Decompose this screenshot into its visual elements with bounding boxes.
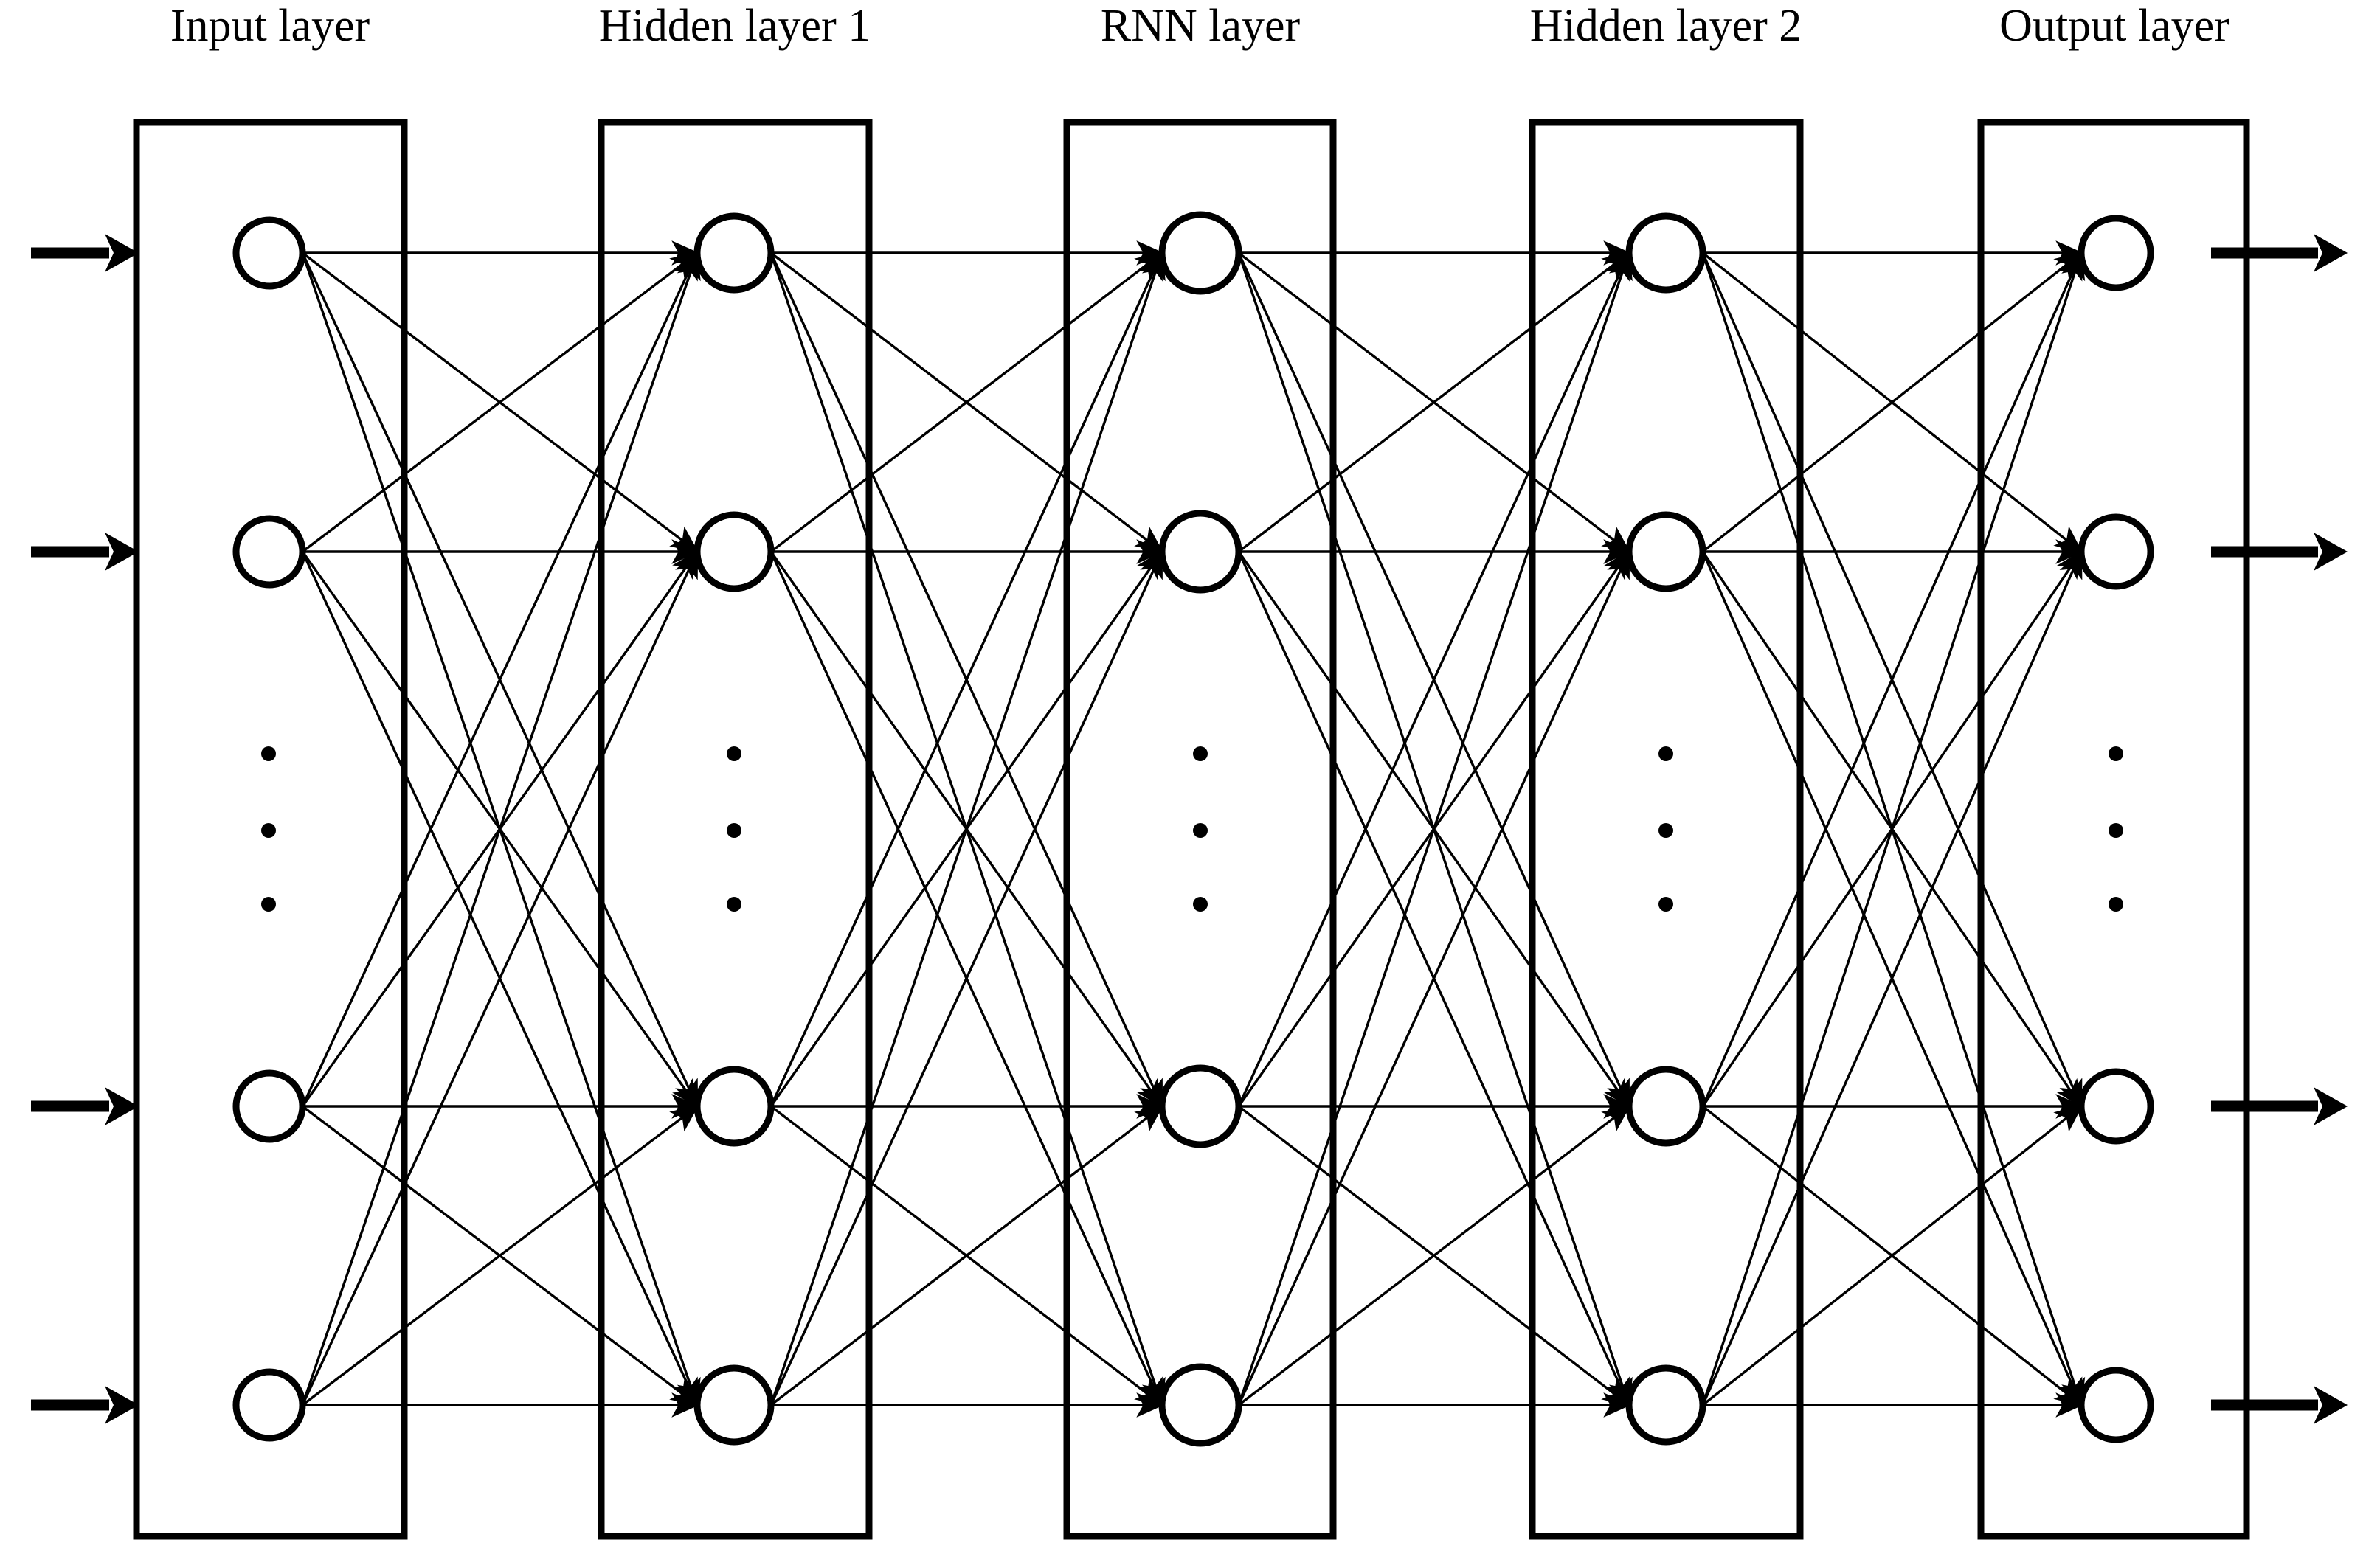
layer-boxes — [133, 119, 2250, 1540]
layer-labels: Input layer Hidden layer 1 RNN layer Hidden… — [170, 1, 2229, 51]
ellipsis-dot-hidden1-2 — [727, 823, 741, 838]
neuron-output-2 — [2078, 513, 2154, 590]
connection-edge — [301, 251, 701, 1406]
neuron-hidden2-1 — [1625, 212, 1706, 294]
layer-label-rnn: RNN layer — [1101, 1, 1301, 51]
connection-edge — [769, 251, 1163, 1107]
connection-edge — [301, 549, 699, 1406]
neuron-rnn-2 — [1158, 510, 1242, 594]
layer-box-hidden2 — [1529, 119, 1804, 1540]
connection-edge — [769, 1105, 1164, 1406]
input-arrow-head-2 — [105, 533, 139, 571]
neuron-hidden2-4 — [1625, 1364, 1706, 1446]
output-arrow-head-3 — [2314, 1087, 2348, 1125]
neuron-hidden1-3 — [693, 1066, 775, 1147]
neuron-output-4 — [2078, 1367, 2154, 1443]
input-arrow-head-1 — [105, 234, 139, 272]
connection-edge — [769, 251, 1164, 553]
ellipsis-dot-input-2 — [261, 823, 276, 838]
connection-edge — [1701, 549, 2083, 1406]
layer-ellipses — [261, 746, 2123, 912]
layer-box-hidden1 — [598, 119, 873, 1540]
neuron-output-1 — [2078, 215, 2154, 291]
neuron-hidden1-1 — [693, 212, 775, 294]
connection-edges — [301, 240, 2086, 1418]
connection-edge — [301, 251, 699, 1107]
neuron-hidden2-3 — [1625, 1066, 1706, 1147]
neuron-rnn-4 — [1158, 1363, 1242, 1447]
neuron-rnn-3 — [1158, 1064, 1242, 1148]
connection-edge — [1237, 251, 1633, 1406]
neuron-input-2 — [232, 515, 306, 589]
ellipsis-dot-hidden2-1 — [1658, 746, 1673, 761]
connection-edge — [1237, 251, 1630, 1107]
connection-edge — [1701, 251, 2083, 553]
output-arrow-head-1 — [2314, 234, 2348, 272]
ellipsis-dot-hidden2-3 — [1658, 897, 1673, 912]
layer-label-hidden2: Hidden layer 2 — [1530, 1, 1802, 51]
layer-label-output: Output layer — [1999, 1, 2229, 51]
layer-neurons — [232, 211, 2154, 1447]
neuron-hidden1-2 — [693, 511, 775, 592]
ellipsis-dot-rnn-1 — [1193, 746, 1208, 761]
connection-edge — [301, 1105, 699, 1406]
neuron-input-4 — [232, 1368, 306, 1442]
ellipsis-dot-hidden1-1 — [727, 746, 741, 761]
ellipsis-dot-rnn-2 — [1193, 823, 1208, 838]
layer-box-input — [133, 119, 408, 1540]
ellipsis-dot-input-1 — [261, 746, 276, 761]
neuron-rnn-1 — [1158, 211, 1242, 295]
neuron-hidden2-2 — [1625, 511, 1706, 592]
connection-edge — [769, 549, 1163, 1406]
connection-edge — [1237, 549, 1630, 1406]
connection-edge — [1701, 1105, 2083, 1406]
ellipsis-dot-output-3 — [2109, 897, 2123, 912]
ellipsis-dot-output-2 — [2109, 823, 2123, 838]
output-arrow-head-4 — [2314, 1386, 2348, 1424]
neuron-input-3 — [232, 1069, 306, 1143]
ellipsis-dot-output-1 — [2109, 746, 2123, 761]
input-arrow-head-3 — [105, 1087, 139, 1125]
neuron-output-3 — [2078, 1068, 2154, 1145]
neuron-hidden1-4 — [693, 1364, 775, 1446]
input-arrow-head-4 — [105, 1386, 139, 1424]
connection-edge — [1237, 251, 1631, 553]
connection-edge — [769, 251, 1166, 1406]
connection-edge — [301, 251, 699, 553]
layer-label-hidden1: Hidden layer 1 — [599, 1, 871, 51]
ellipsis-dot-hidden1-3 — [727, 897, 741, 912]
neuron-input-1 — [232, 216, 306, 290]
connection-edge — [1701, 251, 2083, 1107]
ellipsis-dot-input-3 — [261, 897, 276, 912]
ellipsis-dot-hidden2-2 — [1658, 823, 1673, 838]
layer-label-input: Input layer — [170, 1, 370, 51]
layer-box-output — [1977, 119, 2250, 1540]
connection-edge — [1237, 1105, 1631, 1406]
ellipsis-dot-rnn-3 — [1193, 897, 1208, 912]
layer-box-rnn — [1063, 119, 1337, 1540]
connection-edge — [1701, 251, 2086, 1406]
output-arrow-head-2 — [2314, 533, 2348, 571]
io-arrows — [31, 234, 2348, 1424]
